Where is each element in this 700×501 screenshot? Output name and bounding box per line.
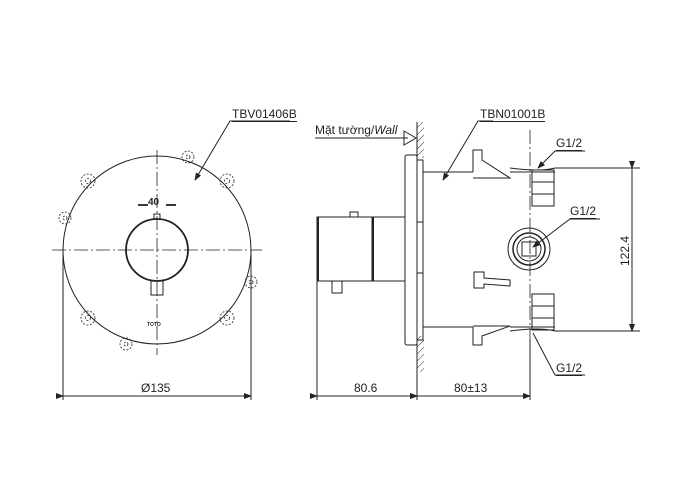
port-label-bottom: G1/2 (556, 361, 583, 376)
depth-dimension: 80±13 (454, 381, 488, 395)
wall-label: Mặt tường/Wall (315, 124, 397, 136)
wall-label-en: Wall (374, 123, 398, 137)
mounting-lugs (58, 150, 258, 351)
dial-mark: 40 (148, 197, 160, 208)
wall-label-vi: Mặt tường/ (315, 123, 375, 137)
brand-mark: TOTO (147, 322, 161, 328)
part-label-body: TBN01001B (480, 107, 546, 122)
projection-dimension: 80.6 (354, 381, 378, 395)
part-label-cover: TBV01406B (232, 107, 297, 122)
height-dimension: 122.4 (618, 235, 632, 266)
port-label-middle: G1/2 (570, 204, 597, 219)
diameter-dimension: Ø135 (141, 381, 171, 395)
front-view (52, 120, 290, 400)
side-view (310, 120, 640, 400)
port-label-top: G1/2 (556, 136, 583, 151)
